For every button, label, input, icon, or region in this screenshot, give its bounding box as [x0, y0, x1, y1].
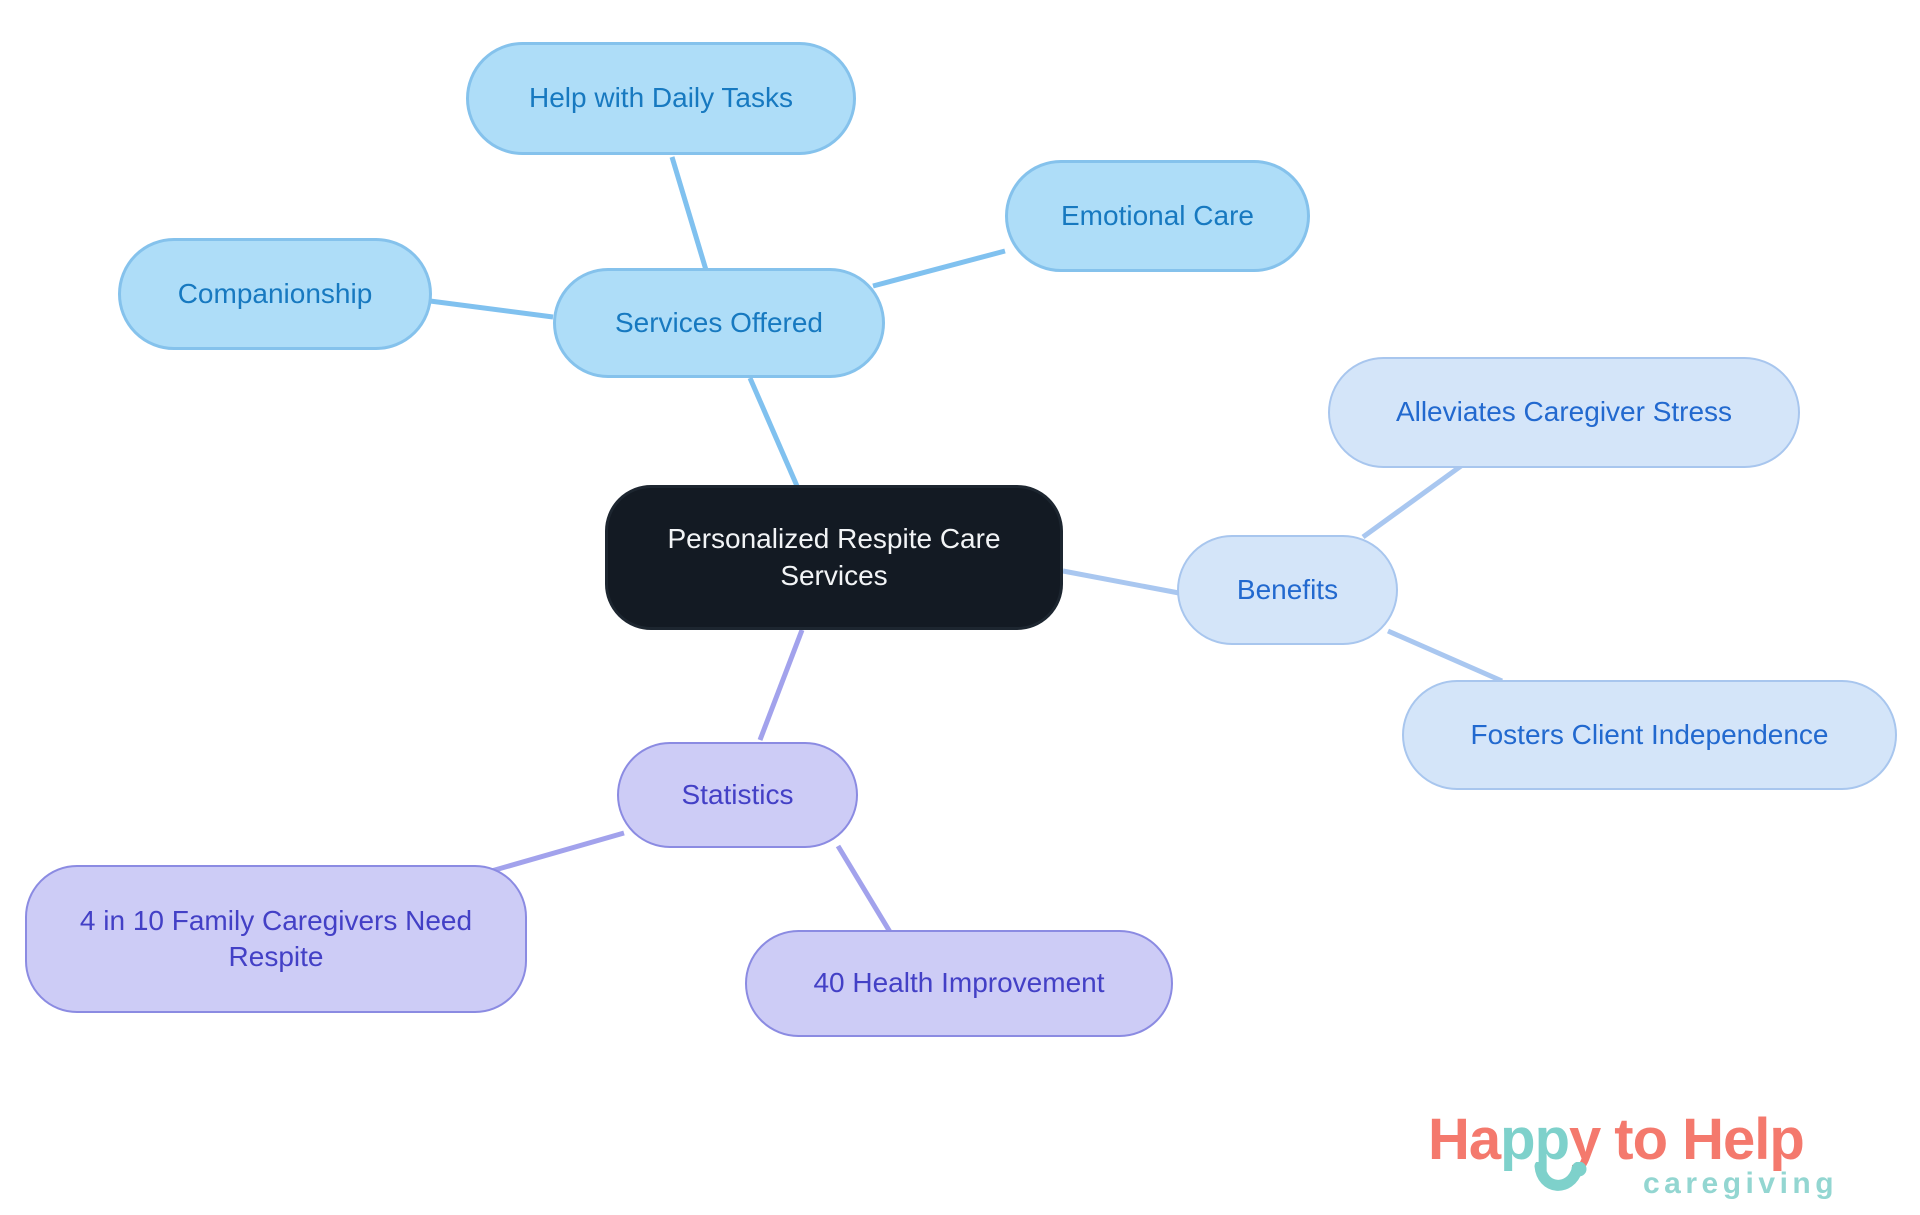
node-alleviates-caregiver-stress[interactable]: Alleviates Caregiver Stress [1328, 357, 1800, 468]
logo-text-pp: pp [1500, 1107, 1570, 1172]
node-label: 4 in 10 Family Caregivers Need Respite [79, 904, 473, 972]
node-services-offered[interactable]: Services Offered [553, 268, 885, 378]
connector-statistics-health-improvement [835, 844, 893, 934]
logo-text-y: y [1569, 1107, 1601, 1172]
node-fosters-client-independence[interactable]: Fosters Client Independence [1402, 680, 1897, 790]
node-label: Statistics [681, 778, 794, 810]
connector-root-services [747, 377, 800, 487]
connector-services-help-daily-tasks [669, 156, 709, 271]
node-label: Personalized Respite Care Services [667, 523, 1001, 591]
connector-root-benefits [1062, 568, 1180, 596]
node-help-with-daily-tasks[interactable]: Help with Daily Tasks [466, 42, 856, 155]
node-label: Help with Daily Tasks [528, 82, 794, 114]
logo-text-to-help: to Help [1614, 1107, 1805, 1172]
connector-root-statistics [757, 629, 805, 741]
logo-text-ha: Ha [1428, 1107, 1501, 1172]
node-benefits[interactable]: Benefits [1177, 535, 1398, 645]
connector-benefits-fosters-independence [1386, 628, 1504, 684]
node-label: Services Offered [614, 306, 824, 338]
connector-benefits-alleviates-stress [1361, 463, 1463, 540]
node-label: Benefits [1236, 573, 1339, 605]
logo-subtitle: caregiving [1643, 1167, 1839, 1200]
node-40-health-improvement[interactable]: 40 Health Improvement [745, 930, 1173, 1037]
connector-services-companionship [429, 298, 554, 320]
node-label: Companionship [177, 277, 373, 309]
node-emotional-care[interactable]: Emotional Care [1005, 160, 1310, 272]
node-statistics[interactable]: Statistics [617, 742, 858, 848]
node-companionship[interactable]: Companionship [118, 238, 432, 350]
connector-services-emotional-care [872, 248, 1006, 289]
node-root-personalized-respite-care[interactable]: Personalized Respite Care Services [605, 485, 1063, 630]
logo-smile-icon [1534, 1162, 1587, 1191]
node-label: Alleviates Caregiver Stress [1395, 396, 1733, 428]
node-4-in-10-caregivers-need-respite[interactable]: 4 in 10 Family Caregivers Need Respite [25, 865, 527, 1013]
node-label: Emotional Care [1061, 199, 1254, 231]
node-label: 40 Health Improvement [813, 967, 1105, 999]
node-label: Fosters Client Independence [1470, 718, 1829, 750]
